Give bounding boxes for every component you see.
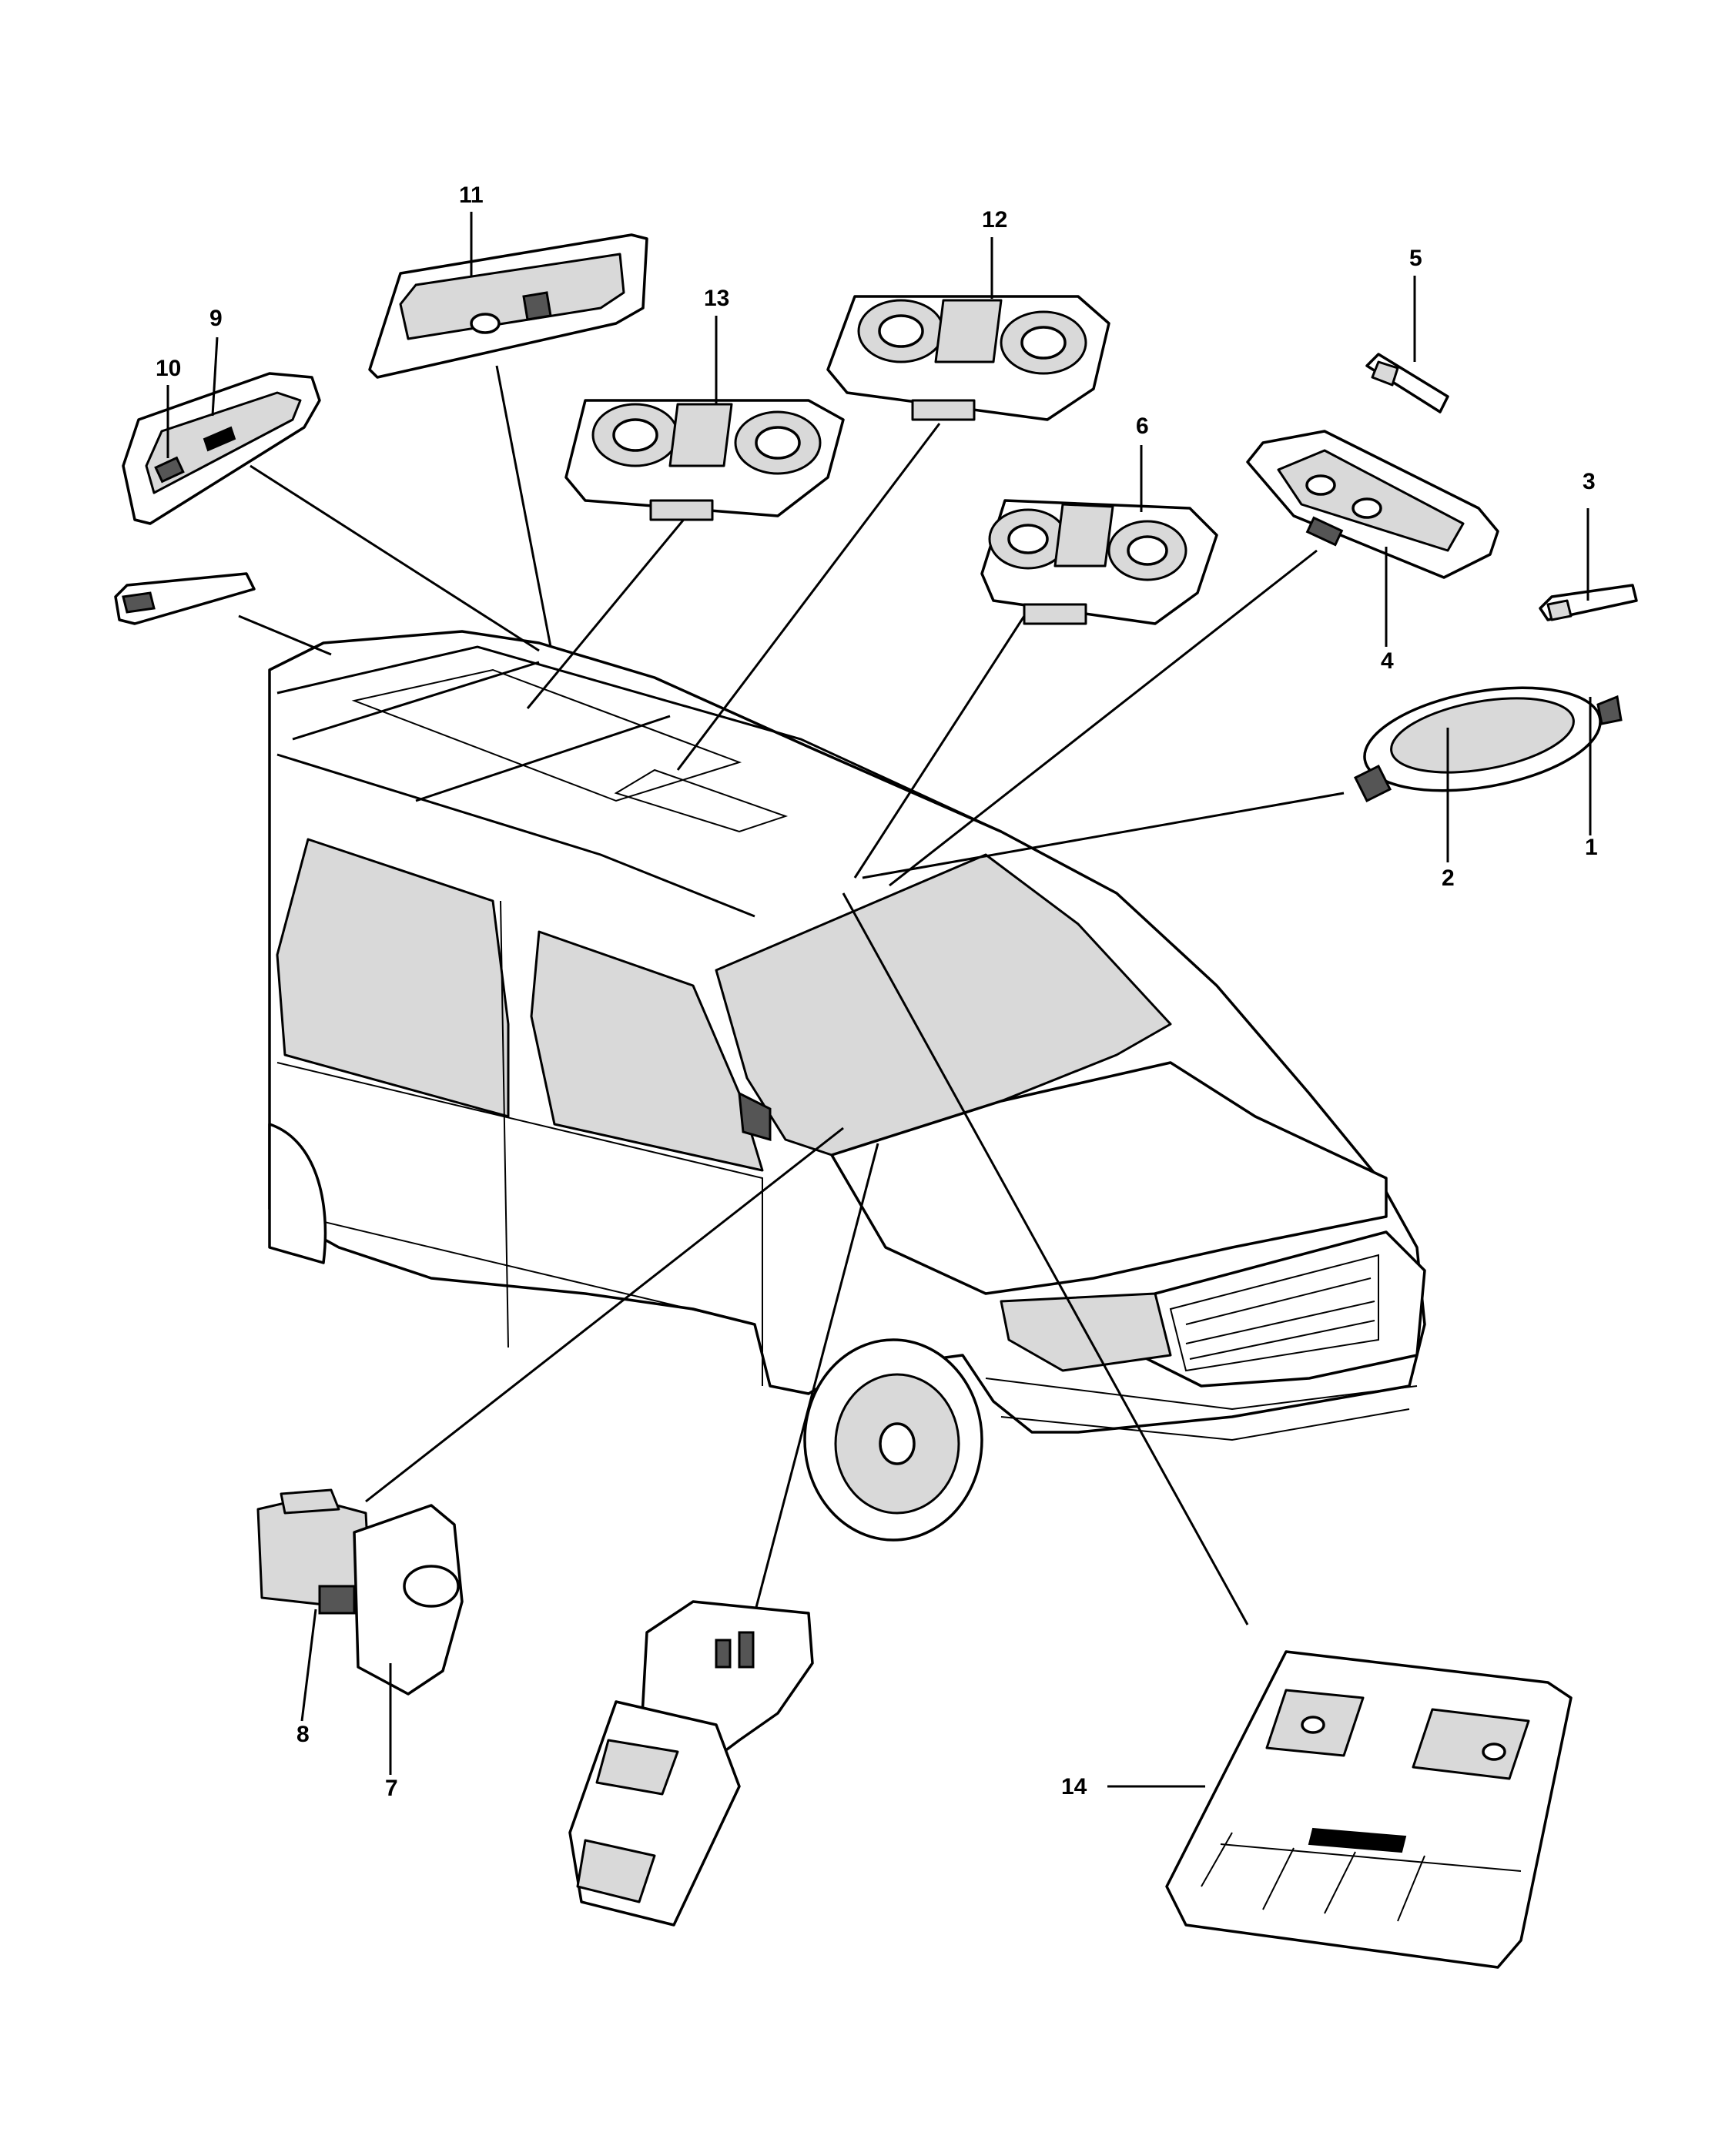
part-13-speaker-console [564,399,845,521]
callout-3: 3 [1583,469,1596,494]
part-wedge-trim [114,572,256,625]
part-14-overhead-console [1165,1650,1573,1969]
part-4-overhead-console [1246,430,1499,579]
part-7-cargo-lamp [256,1488,464,1696]
callout-4: 4 [1381,648,1394,674]
callout-8: 8 [296,1722,310,1747]
callout-5: 5 [1409,246,1422,271]
callout-ticks [166,212,1592,1788]
callout-9: 9 [209,306,223,331]
callout-7: 7 [385,1776,398,1801]
callout-12: 12 [982,207,1007,233]
part-9-dome-lamp [122,372,321,525]
callout-10: 10 [156,356,181,381]
callout-13: 13 [704,286,729,311]
part-12-speaker-console [826,295,1110,421]
vehicle-illustration [268,630,1426,1542]
part-11-overhead-lamp [368,233,648,379]
callout-6: 6 [1136,413,1149,439]
callout-11: 11 [459,182,484,208]
part-3-bulb [1539,584,1638,621]
callout-1: 1 [1585,835,1598,860]
callout-labels: 1 2 3 4 5 6 7 8 9 10 11 12 13 14 [156,182,1598,1801]
part-6-speaker-console [980,499,1218,625]
part-2-courtesy-lamp [1353,686,1623,803]
callout-2: 2 [1442,865,1455,891]
leader-lines [238,365,1345,1625]
callout-14: 14 [1061,1774,1087,1799]
part-connector [568,1600,814,1927]
part-5-bulb [1365,353,1449,413]
